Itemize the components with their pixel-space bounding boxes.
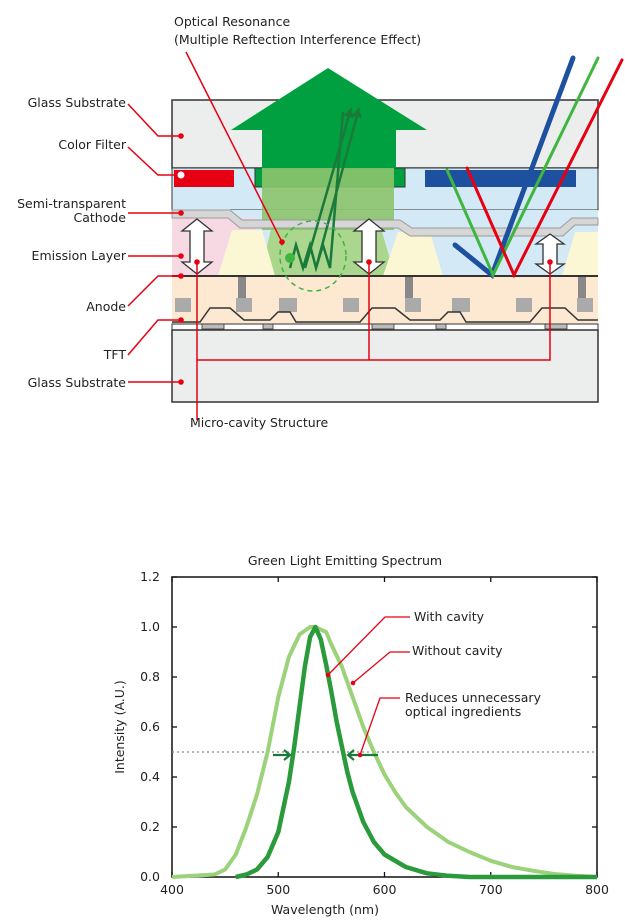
color-filter-red	[174, 170, 234, 187]
label-glass-substrate-bottom: Glass Substrate	[28, 375, 127, 390]
annotation-without-cavity: Without cavity	[412, 643, 503, 658]
annotation-with-cavity: With cavity	[414, 609, 485, 624]
y-tick-label: 0.8	[140, 669, 160, 684]
glass-substrate-bottom	[171, 329, 599, 403]
series-with-cavity	[235, 624, 597, 880]
red-light-path	[465, 58, 624, 279]
label-glass-substrate-top: Glass Substrate	[28, 95, 127, 110]
y-tick-label: 0.2	[140, 819, 160, 834]
label-anode: Anode	[86, 299, 126, 314]
semi-transparent-cathode	[171, 209, 599, 237]
green-light-path	[445, 56, 600, 279]
label-cathode-line2: Cathode	[74, 210, 127, 225]
annotation-reduces-line1: Reduces unnecessary	[405, 690, 542, 705]
emitted-light-arrow	[231, 68, 427, 168]
x-tick-label: 800	[585, 882, 609, 897]
label-micro-cavity: Micro-cavity Structure	[190, 415, 329, 430]
oled-cross-section-diagram: Optical Resonance (Multiple Reftection I…	[17, 14, 624, 430]
x-tick-label: 500	[266, 882, 290, 897]
tft-layer	[172, 277, 598, 329]
optical-resonance-title: Optical Resonance	[174, 14, 290, 29]
optical-resonance-subtitle: (Multiple Reftection Interference Effect…	[174, 32, 421, 47]
series-without-cavity	[171, 625, 598, 879]
plot-frame	[171, 576, 598, 878]
label-cathode-line1: Semi-transparent	[17, 196, 126, 211]
annotation-reduces-line2: optical ingredients	[405, 704, 521, 719]
x-tick-label: 700	[479, 882, 503, 897]
y-tick-label: 0.6	[140, 719, 160, 734]
label-tft: TFT	[103, 347, 127, 362]
chart-title: Green Light Emitting Spectrum	[248, 553, 442, 568]
y-tick-label: 1.0	[140, 619, 160, 634]
y-tick-label: 0.0	[140, 869, 160, 884]
y-axis-label: Intensity (A.U.)	[112, 680, 127, 774]
label-color-filter: Color Filter	[58, 137, 126, 152]
x-tick-label: 400	[160, 882, 184, 897]
label-emission-layer: Emission Layer	[32, 248, 127, 263]
x-tick-label: 600	[373, 882, 397, 897]
y-tick-label: 0.4	[140, 769, 160, 784]
x-axis-label: Wavelength (nm)	[271, 902, 379, 917]
y-tick-label: 1.2	[140, 569, 160, 584]
